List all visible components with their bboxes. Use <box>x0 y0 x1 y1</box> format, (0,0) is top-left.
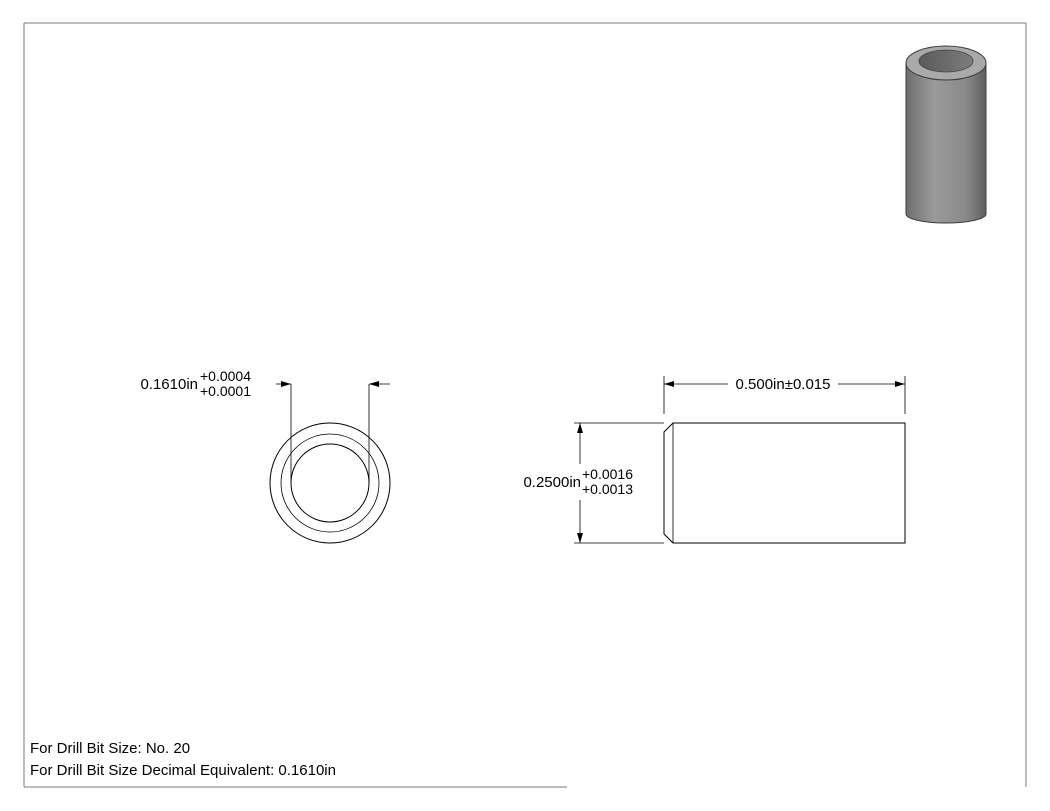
inner-diameter-tol-minus: +0.0001 <box>200 383 251 399</box>
chamfer-circle <box>280 433 380 533</box>
side-view <box>574 376 906 544</box>
inner-diameter-tol-plus: +0.0004 <box>200 368 251 384</box>
decimal-equivalent-note: For Drill Bit Size Decimal Equivalent: 0… <box>30 762 336 779</box>
inner-bore-circle <box>290 443 370 523</box>
outer-diameter-tol-plus: +0.0016 <box>582 466 633 482</box>
drill-bit-size-note: For Drill Bit Size: No. 20 <box>30 740 191 757</box>
outer-diameter-label: 0.2500in <box>523 474 581 491</box>
outer-circle <box>269 422 391 544</box>
front-view <box>269 381 391 544</box>
inner-diameter-label: 0.1610in <box>140 376 198 393</box>
side-view-outline <box>663 422 906 544</box>
drawing-border <box>23 22 1027 788</box>
outer-diameter-tol-minus: +0.0013 <box>582 481 633 497</box>
isometric-part-preview <box>905 45 987 224</box>
length-label: 0.500in±0.015 <box>736 376 831 393</box>
